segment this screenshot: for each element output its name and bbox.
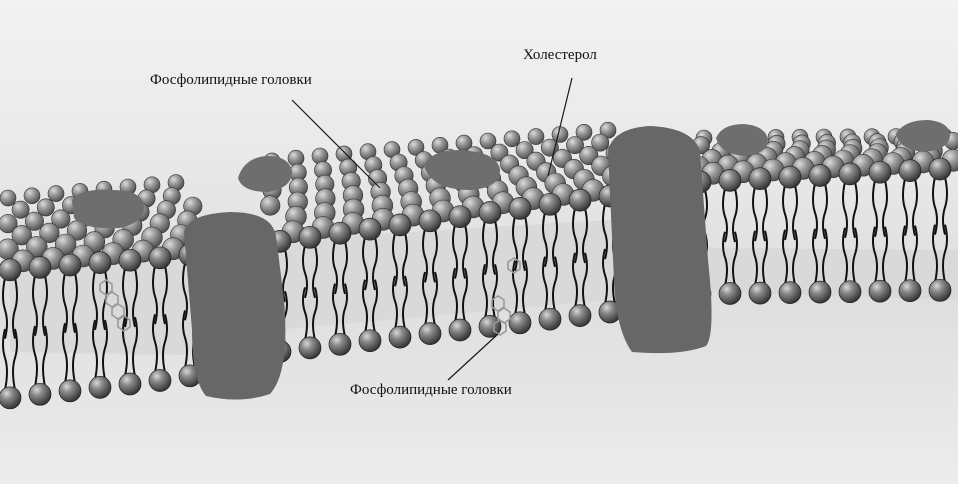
lipid-head	[389, 326, 411, 348]
lipid-head	[89, 376, 111, 398]
lipid-head	[299, 337, 321, 359]
lipid-head	[779, 282, 801, 304]
lipid-head	[809, 165, 831, 187]
lipid-head	[119, 249, 141, 271]
lipid-head	[0, 387, 21, 409]
label-phospholipid-heads-bottom: Фосфолипидные головки	[350, 382, 512, 399]
integral-protein-left	[184, 212, 285, 400]
label-cholesterol: Холестерол	[523, 47, 597, 64]
integral-protein-right	[608, 126, 712, 353]
lipid-head	[359, 218, 381, 240]
lipid-head	[839, 163, 861, 185]
lipid-head	[449, 206, 471, 228]
surface-protein	[238, 156, 292, 192]
lipid-head	[59, 254, 81, 276]
lipid-head	[869, 280, 891, 302]
lipid-head	[89, 252, 111, 274]
lipid-head	[719, 169, 741, 191]
lipid-head	[539, 308, 561, 330]
leader-line-heads-bottom	[448, 334, 498, 380]
lipid-head	[504, 131, 520, 147]
lipid-head	[929, 158, 951, 180]
lipid-head	[899, 160, 921, 182]
lipid-head	[48, 186, 64, 202]
lipid-head	[569, 305, 591, 327]
lipid-head	[0, 190, 16, 206]
lipid-head	[288, 150, 304, 166]
lipid-head	[29, 256, 51, 278]
surface-protein	[72, 190, 144, 229]
lipid-head	[749, 168, 771, 190]
lipid-head	[359, 330, 381, 352]
lipid-head	[569, 189, 591, 211]
lipid-head	[24, 188, 40, 204]
lipid-head	[29, 383, 51, 405]
lipid-head	[719, 283, 741, 305]
lipid-head	[0, 259, 21, 281]
lipid-head	[149, 370, 171, 392]
lipid-head	[329, 333, 351, 355]
lipid-head	[509, 197, 531, 219]
lipid-head	[749, 282, 771, 304]
lipid-head	[419, 323, 441, 345]
lipid-head	[929, 279, 951, 301]
lipid-head	[59, 380, 81, 402]
lipid-head	[779, 166, 801, 188]
lipid-head	[839, 281, 861, 303]
lipid-head	[37, 199, 54, 216]
lipid-head	[449, 319, 471, 341]
lipid-head	[329, 222, 351, 244]
lipid-head	[509, 312, 531, 334]
label-phospholipid-heads-top: Фосфолипидные головки	[150, 72, 312, 89]
lipid-head	[479, 202, 501, 224]
lipid-head	[809, 281, 831, 303]
lipid-head	[12, 201, 29, 218]
lipid-head	[419, 210, 441, 232]
lipid-head	[119, 373, 141, 395]
lipid-head	[149, 247, 171, 269]
lipid-head	[528, 129, 544, 145]
lipid-head	[260, 196, 280, 216]
lipid-head	[299, 226, 321, 248]
lipid-head	[869, 161, 891, 183]
lipid-head	[389, 214, 411, 236]
lipid-head	[539, 193, 561, 215]
lipid-head	[899, 280, 921, 302]
